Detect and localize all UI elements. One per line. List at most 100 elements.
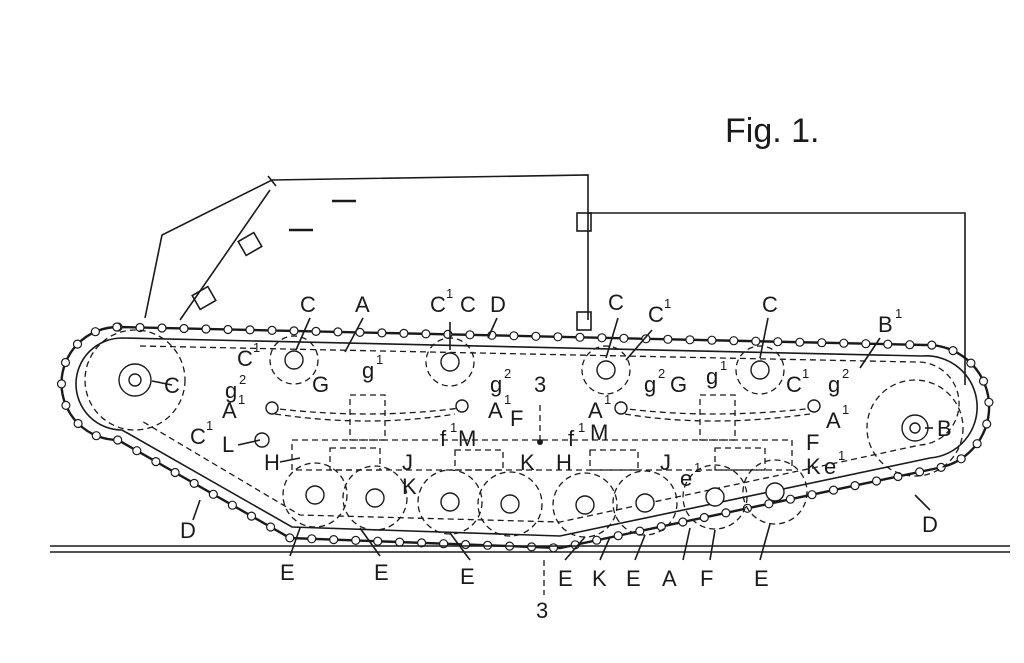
sup-1: 1 (253, 340, 260, 355)
track-link (936, 462, 946, 472)
label-k: K (806, 454, 821, 479)
track-link (208, 489, 218, 499)
reference-labels: C A C 1 C D C C 1 C B 1 C B C 1 G g 1 g … (164, 286, 952, 623)
label-c: C (164, 373, 180, 398)
track-link (978, 376, 989, 386)
section-line (539, 405, 545, 595)
label-g2: g (644, 372, 656, 397)
track-link (678, 517, 688, 527)
crawler-track (56, 322, 994, 553)
label-d: D (922, 512, 938, 537)
track-link (966, 358, 976, 368)
label-a: A (662, 566, 677, 591)
label-c1: C (430, 292, 446, 317)
track-link (729, 336, 739, 346)
bogie-frame (291, 439, 793, 471)
track-link (285, 533, 295, 543)
track-link (972, 439, 982, 449)
label-c: C (460, 292, 476, 317)
track-link (351, 535, 361, 546)
label-f1: f (440, 426, 447, 451)
label-e: E (558, 566, 573, 591)
label-e: E (374, 560, 389, 585)
road-wheels (282, 459, 808, 538)
track-link (72, 339, 83, 349)
label-a: A (355, 292, 370, 317)
track-link (526, 542, 537, 552)
label-c: C (762, 292, 778, 317)
track-link (189, 478, 199, 488)
track-link (60, 357, 71, 368)
label-l: L (222, 432, 234, 457)
track-link (850, 481, 860, 491)
leader-lines (151, 317, 933, 561)
track-link (245, 325, 255, 335)
track-link (663, 334, 673, 344)
track-link (329, 534, 339, 545)
track-link (266, 522, 276, 532)
sup-1: 1 (720, 358, 727, 373)
label-f: F (806, 430, 819, 455)
label-a1: A (826, 408, 841, 433)
suspension-springs (254, 394, 821, 448)
label-c1: C (190, 424, 206, 449)
track-link (61, 400, 71, 410)
track-link (984, 397, 994, 407)
track-link (764, 499, 774, 509)
label-d: D (180, 518, 196, 543)
sup-1: 1 (895, 306, 902, 321)
track-link (785, 494, 796, 504)
sup-1: 1 (206, 418, 213, 433)
drive-sprocket (84, 329, 186, 431)
track-link (795, 337, 805, 347)
track-link (170, 467, 180, 478)
track-link (377, 328, 387, 338)
label-f: F (700, 566, 713, 591)
track-link (289, 326, 299, 336)
sup-1: 1 (604, 392, 611, 407)
track-link (399, 328, 409, 338)
label-b: B (937, 416, 952, 441)
label-g: G (670, 372, 687, 397)
sup-1: 1 (376, 352, 383, 367)
label-g: G (312, 372, 329, 397)
track-link (699, 512, 709, 523)
sup-1: 1 (842, 402, 849, 417)
track-link (135, 322, 145, 333)
track-link (948, 346, 958, 356)
label-a1: A (222, 398, 237, 423)
track-link (707, 335, 717, 345)
ground-line (50, 545, 1010, 553)
label-e1: e (680, 466, 692, 491)
label-e: E (460, 564, 475, 589)
sup-1: 1 (578, 420, 585, 435)
label-g1: g (706, 364, 718, 389)
label-3: 3 (534, 372, 546, 397)
track-link (73, 418, 83, 429)
track-link (575, 332, 585, 342)
track-link (619, 333, 629, 343)
track-link (91, 431, 101, 441)
label-e: E (626, 566, 641, 591)
track-link (113, 435, 123, 445)
label-c1: C (237, 346, 253, 371)
track-link (597, 333, 607, 343)
figure-title: Fig. 1. (725, 112, 819, 150)
sup-2: 2 (504, 366, 511, 381)
label-f1: f (568, 426, 575, 451)
track-link (893, 471, 903, 482)
track-link (509, 331, 519, 341)
sup-2: 2 (658, 366, 665, 381)
track-link (151, 457, 161, 467)
label-m: M (458, 426, 476, 451)
label-c: C (608, 290, 624, 315)
track-link (553, 332, 563, 342)
track-link (90, 327, 101, 337)
track-link (773, 337, 783, 347)
label-g2: g (225, 378, 237, 403)
label-c1: C (648, 302, 664, 327)
label-a1: A (588, 398, 603, 423)
return-rollers (269, 335, 785, 395)
track-link (635, 526, 645, 536)
